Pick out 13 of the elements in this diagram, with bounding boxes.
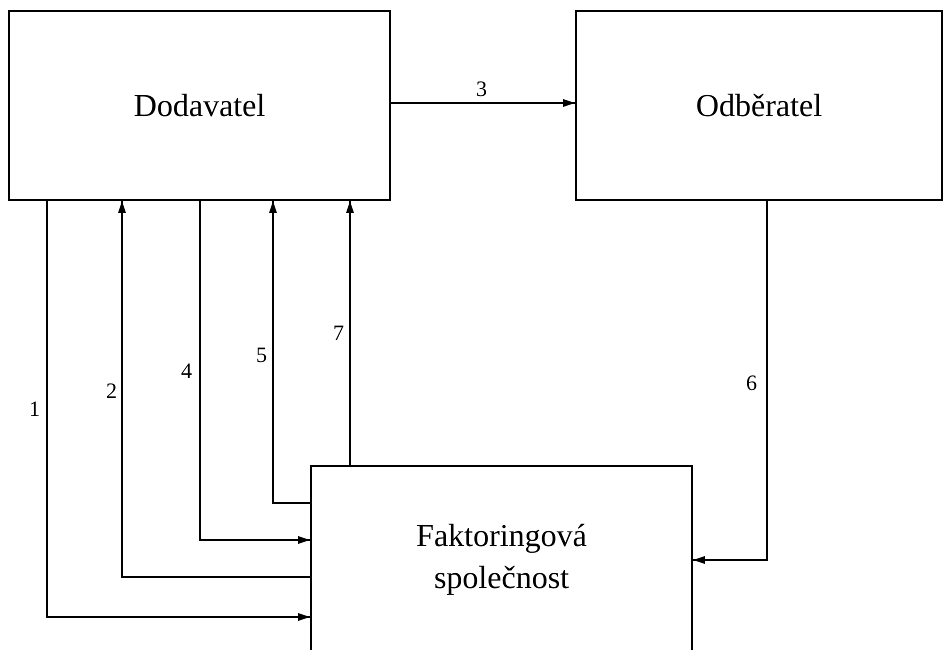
arrow <box>693 201 768 564</box>
process-box <box>310 465 693 650</box>
node-label: Faktoringová společnost <box>415 516 588 597</box>
arrow <box>391 99 575 107</box>
arrow <box>346 201 354 465</box>
arrow <box>46 201 310 621</box>
process-box <box>575 10 943 201</box>
node-label: Dodavatel <box>134 86 266 125</box>
node-label: Odběratel <box>696 86 822 125</box>
process-box <box>8 10 391 201</box>
arrow <box>199 201 310 544</box>
arrow <box>118 201 310 578</box>
arrow <box>269 201 310 504</box>
